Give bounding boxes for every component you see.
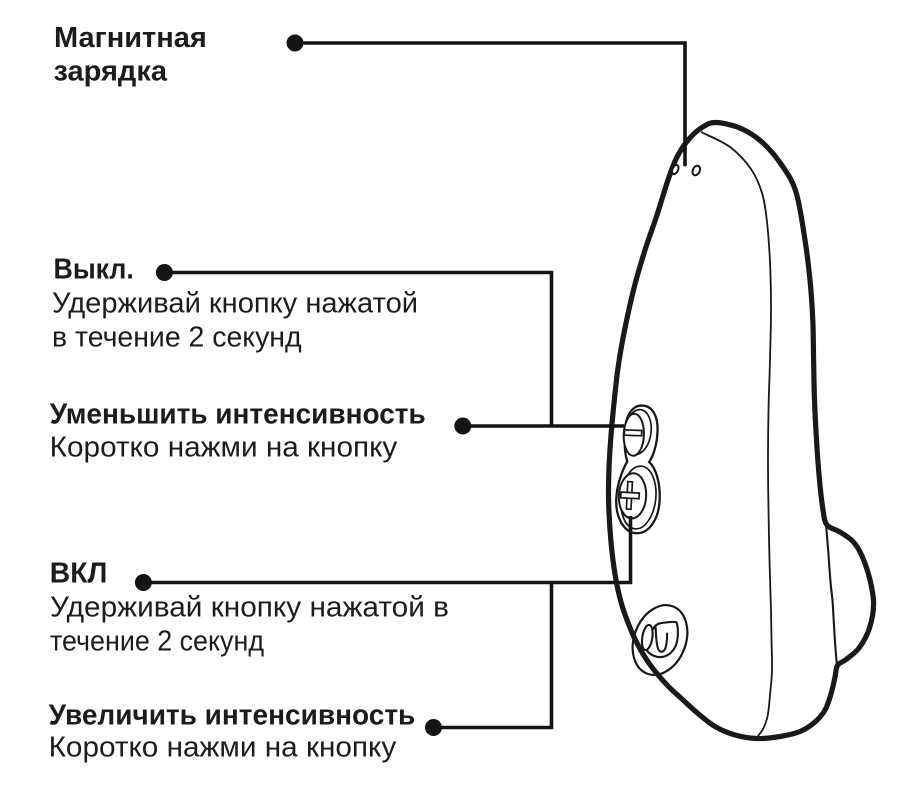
svg-text:Уменьшить интенсивность: Уменьшить интенсивность — [50, 398, 426, 430]
svg-text:Выкл.: Выкл. — [54, 254, 134, 286]
svg-text:Удерживай кнопку нажатой: Удерживай кнопку нажатой — [52, 288, 418, 320]
svg-text:Магнитная: Магнитная — [54, 22, 207, 54]
svg-text:в течение 2 секунд: в течение 2 секунд — [52, 322, 302, 354]
svg-text:Увеличить интенсивность: Увеличить интенсивность — [49, 699, 416, 731]
svg-text:зарядка: зарядка — [54, 56, 168, 88]
svg-text:Удерживай кнопку нажатой в: Удерживай кнопку нажатой в — [50, 592, 449, 624]
svg-text:течение 2 секунд: течение 2 секунд — [50, 626, 264, 658]
svg-text:ВКЛ: ВКЛ — [50, 558, 108, 590]
svg-text:Коротко нажми на кнопку: Коротко нажми на кнопку — [50, 431, 398, 463]
svg-text:Коротко нажми на кнопку: Коротко нажми на кнопку — [49, 731, 397, 763]
